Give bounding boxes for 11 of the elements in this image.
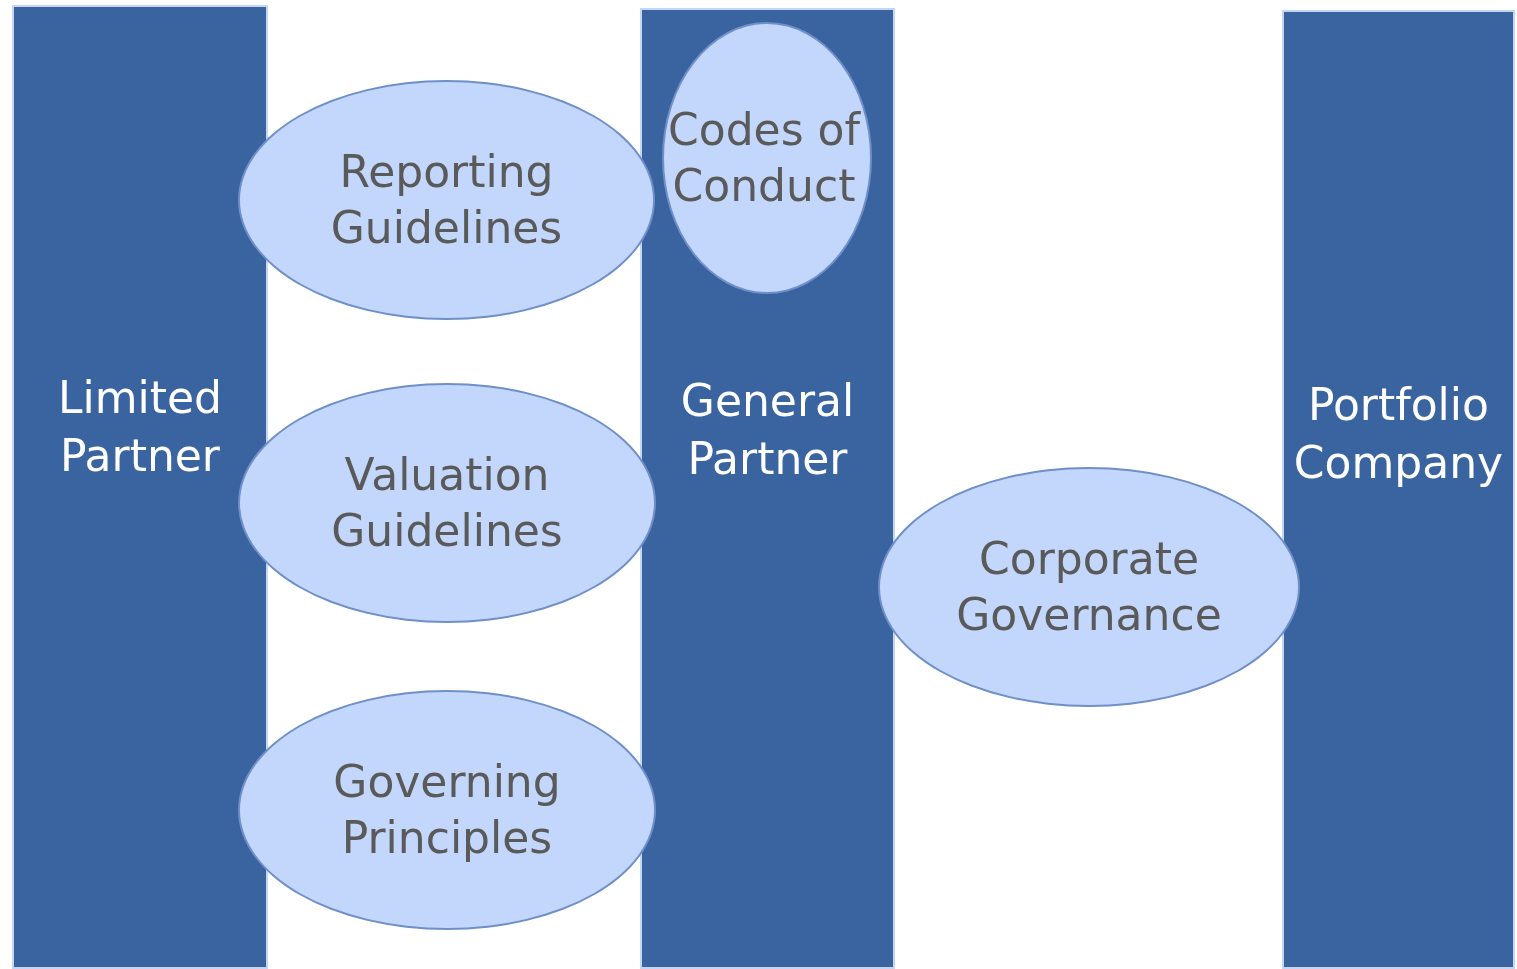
node-label: Reporting Guidelines [329,145,564,255]
band-label: Limited Partner [56,371,224,483]
column-band [640,8,895,969]
node-label: Codes of Conduct [667,103,862,213]
node-label: Corporate Governance [955,532,1223,642]
node-label: Governing Principles [332,755,562,865]
band-label: Portfolio Company [1292,378,1505,490]
column-band [1282,10,1515,969]
node-label: Valuation Guidelines [330,448,564,558]
band-label: General Partner [679,374,856,486]
column-band [12,5,268,969]
